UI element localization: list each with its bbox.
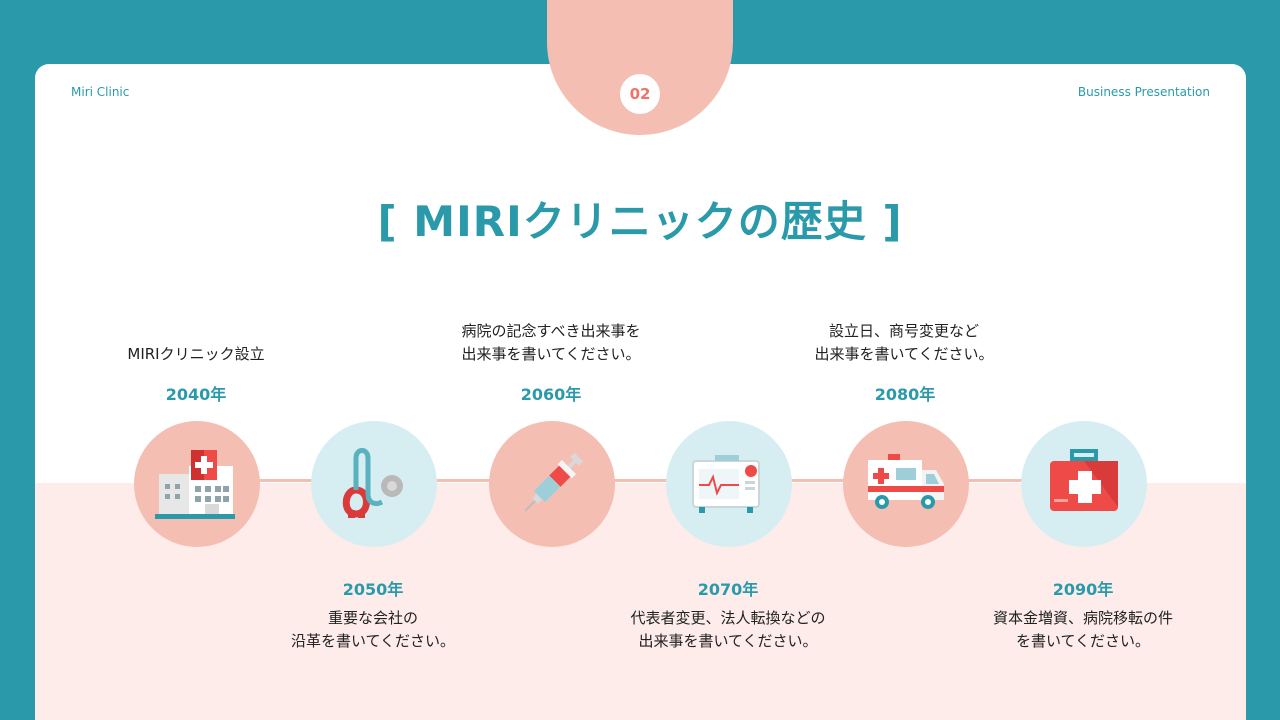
milestone-2040-year: 2040年: [165, 385, 227, 404]
milestone-2060-desc: 病院の記念すべき出来事を 出来事を書いてください。: [421, 320, 681, 366]
milestone-2070-desc-line: 代表者変更、法人転換などの: [630, 609, 826, 627]
milestone-2070-year: 2070年: [697, 580, 759, 599]
hospital-icon: [155, 450, 235, 519]
milestone-2080-desc-line: 設立日、商号変更など: [828, 322, 979, 340]
first-aid-kit-icon: [1050, 449, 1118, 511]
milestone-2080-desc-line: 出来事を書いてください。: [814, 345, 994, 363]
milestone-2090-desc-line: を書いてください。: [1015, 632, 1151, 650]
milestone-2060-desc-line: 病院の記念すべき出来事を: [461, 322, 641, 340]
milestone-2050-desc: 重要な会社の 沿革を書いてください。: [243, 607, 503, 653]
milestone-2060-year: 2060年: [520, 385, 582, 404]
milestone-2060-desc-line: 出来事を書いてください。: [461, 345, 641, 363]
milestone-2080-circle: [843, 421, 969, 547]
ambulance-icon: [868, 454, 944, 509]
milestone-2050-year: 2050年: [342, 580, 404, 599]
milestone-2060-circle: [489, 421, 615, 547]
milestone-2090-year: 2090年: [1052, 580, 1114, 599]
brand-name: Miri Clinic: [71, 85, 130, 99]
milestone-2050-desc-line: 沿革を書いてください。: [290, 632, 456, 650]
milestone-2080-year: 2080年: [874, 385, 936, 404]
presentation-label: Business Presentation: [1077, 85, 1210, 99]
milestone-2090-desc: 資本金増資、病院移転の件 を書いてください。: [953, 607, 1213, 653]
heart-monitor-icon: [692, 455, 760, 513]
milestone-2070-desc: 代表者変更、法人転換などの 出来事を書いてください。: [598, 607, 858, 653]
milestone-2040-desc-line: MIRIクリニック設立: [127, 345, 265, 363]
milestone-2090-desc-line: 資本金増資、病院移転の件: [992, 609, 1173, 627]
page-number: 02: [620, 74, 660, 114]
milestone-2070-circle: [666, 421, 792, 547]
stethoscope-icon: [342, 448, 403, 518]
milestone-2050-desc-line: 重要な会社の: [327, 609, 418, 627]
syringe-icon: [524, 452, 584, 512]
milestone-2040-desc: MIRIクリニック設立: [66, 343, 326, 366]
milestone-2080-desc: 設立日、商号変更など 出来事を書いてください。: [774, 320, 1034, 366]
slide-title: [ MIRIクリニックの歴史 ]: [377, 197, 903, 246]
timeline-line: [170, 479, 1110, 482]
milestone-2090-circle: [1021, 421, 1147, 547]
milestone-2070-desc-line: 出来事を書いてください。: [638, 632, 818, 650]
milestone-2050-circle: [311, 421, 437, 547]
milestone-2040-circle: [134, 421, 260, 547]
